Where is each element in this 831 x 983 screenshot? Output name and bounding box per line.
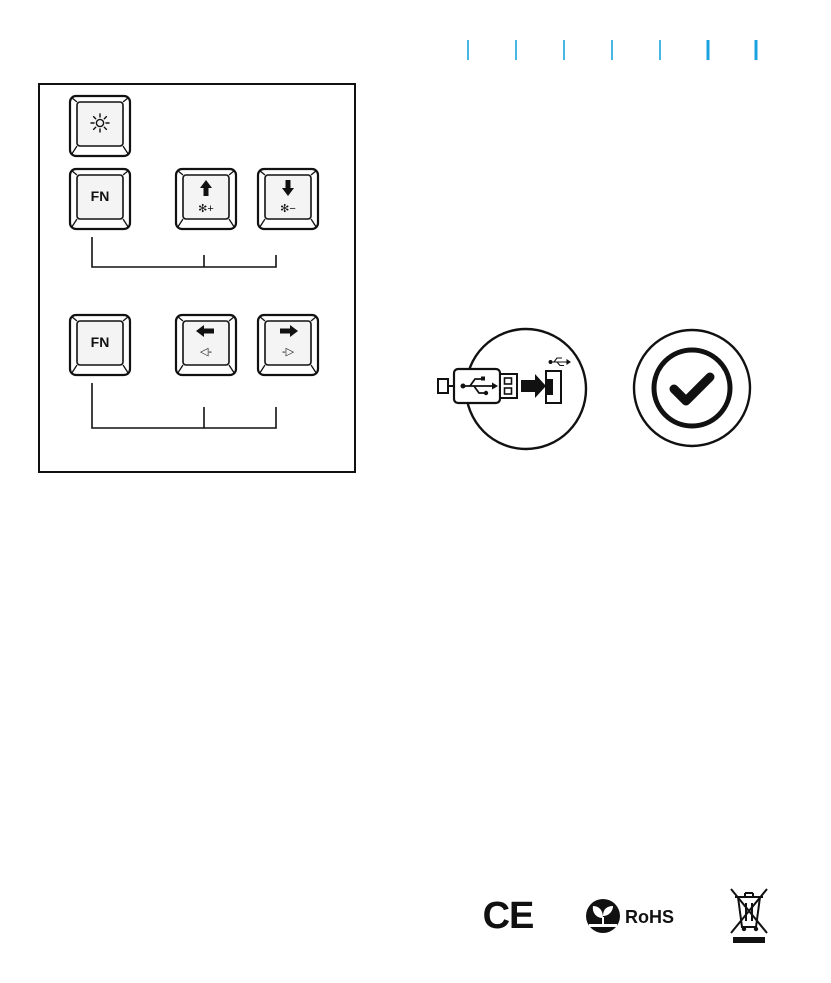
- weee-crossed-bin-icon: [727, 885, 771, 945]
- fn-key-label: FN: [91, 334, 110, 350]
- rohs-text: RoHS: [625, 907, 674, 927]
- success-check-illustration: [630, 326, 754, 450]
- keyboard-shortcut-panel: FN ✻+ ✻− FN: [38, 83, 356, 473]
- bracket-connector-1: [92, 237, 276, 267]
- fn-key-label: FN: [91, 188, 110, 204]
- effect-next-key[interactable]: -▷: [258, 315, 318, 375]
- brightness-down-sub-label: ✻−: [280, 203, 296, 215]
- section-tabs-svg: [462, 38, 762, 62]
- brightness-up-key[interactable]: ✻+: [176, 169, 236, 229]
- rohs-leaf-icon: [586, 899, 620, 933]
- ce-mark: CE: [478, 894, 538, 934]
- rohs-mark: RoHS: [585, 897, 685, 937]
- ce-mark-text: CE: [483, 895, 534, 934]
- checkmark-icon: [630, 326, 754, 450]
- section-tabs: [462, 38, 762, 62]
- effect-next-sub-label: -▷: [282, 346, 295, 358]
- bracket-connector-2: [92, 383, 276, 428]
- fn-key-effect[interactable]: FN: [70, 315, 130, 375]
- fn-key-brightness[interactable]: FN: [70, 169, 130, 229]
- backlight-key[interactable]: [70, 96, 130, 156]
- brightness-down-key[interactable]: ✻−: [258, 169, 318, 229]
- brightness-up-sub-label: ✻+: [198, 203, 214, 215]
- effect-prev-sub-label: ◁-: [200, 346, 212, 358]
- keyboard-shortcut-diagram: FN ✻+ ✻− FN: [40, 85, 358, 475]
- usb-connect-illustration: [430, 325, 590, 460]
- weee-mark: [727, 885, 771, 945]
- effect-prev-key[interactable]: ◁-: [176, 315, 236, 375]
